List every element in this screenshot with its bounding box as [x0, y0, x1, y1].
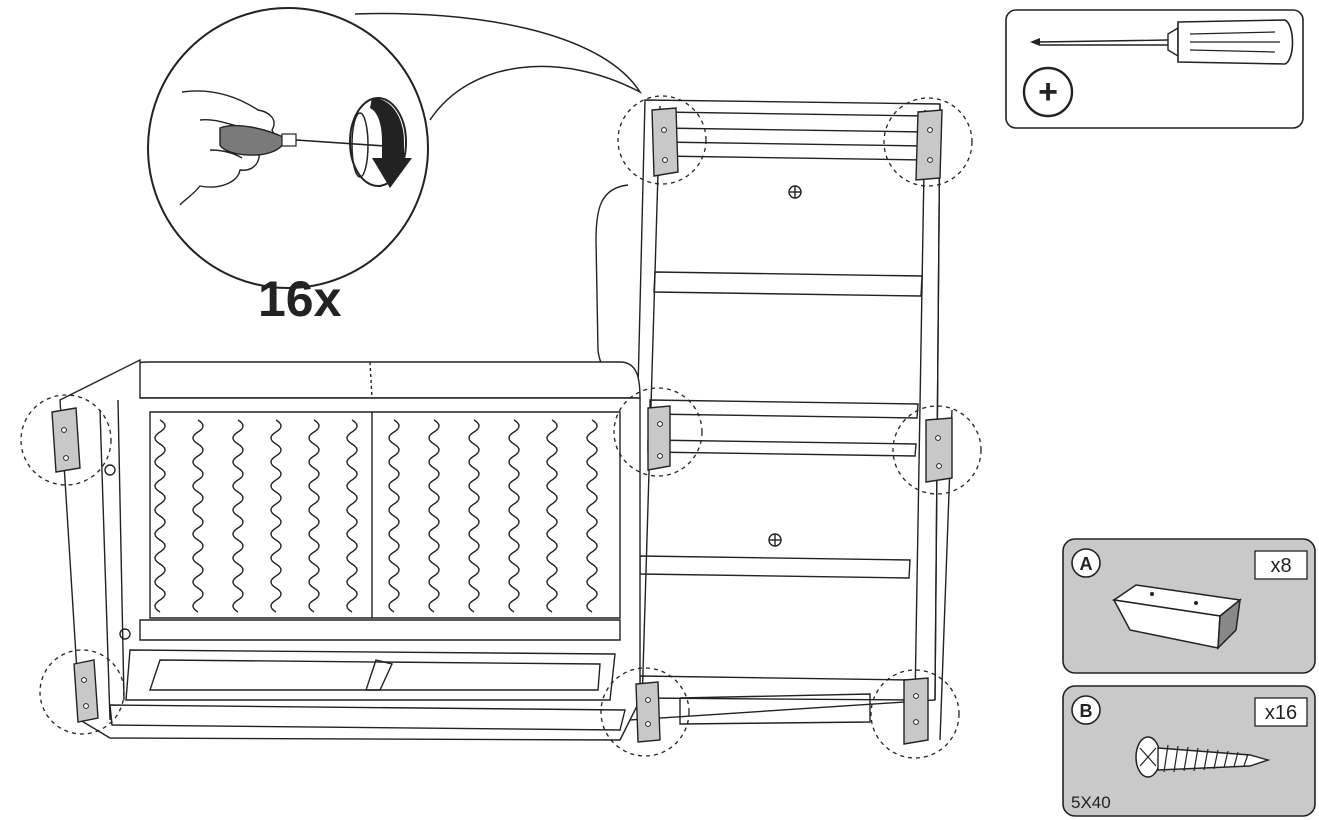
leg-position-seat-bottom-left [39, 649, 125, 735]
leg-position-seat-top-left [20, 394, 112, 486]
part-b-letter: B [1080, 701, 1093, 721]
leg-position-back-top-left [617, 95, 707, 185]
screwdriver-in-hand-icon [219, 124, 386, 156]
part-b-panel: B x16 5X40 [1062, 685, 1316, 817]
seat-frame [59, 358, 641, 741]
phillips-head-icon: + [1022, 66, 1074, 118]
spring [154, 419, 166, 613]
leg-position-back-middle-right [892, 405, 982, 495]
phillips-screwdriver-icon [1030, 19, 1294, 65]
part-a-panel: A x8 [1062, 538, 1316, 674]
detail-callout: 16x [147, 7, 643, 327]
clockwise-arrow-icon [349, 97, 412, 188]
part-a-letter: A [1080, 554, 1093, 574]
svg-text:+: + [1038, 73, 1058, 111]
part-b-quantity: x16 [1265, 702, 1297, 724]
part-b-size-label: 5X40 [1071, 793, 1111, 812]
tool-box: + [1005, 9, 1304, 129]
leg-position-back-top-right [883, 97, 973, 187]
leg-position-back-middle-left [613, 387, 703, 477]
furniture-leg-block-icon [1111, 584, 1242, 650]
leg-position-back-bottom-right [870, 669, 960, 759]
screw-count-label: 16x [258, 271, 342, 327]
part-a-quantity: x8 [1270, 555, 1291, 577]
leg-position-back-bottom-left [600, 667, 690, 757]
wood-screw-icon [1135, 736, 1271, 778]
leg-positions [20, 95, 982, 759]
